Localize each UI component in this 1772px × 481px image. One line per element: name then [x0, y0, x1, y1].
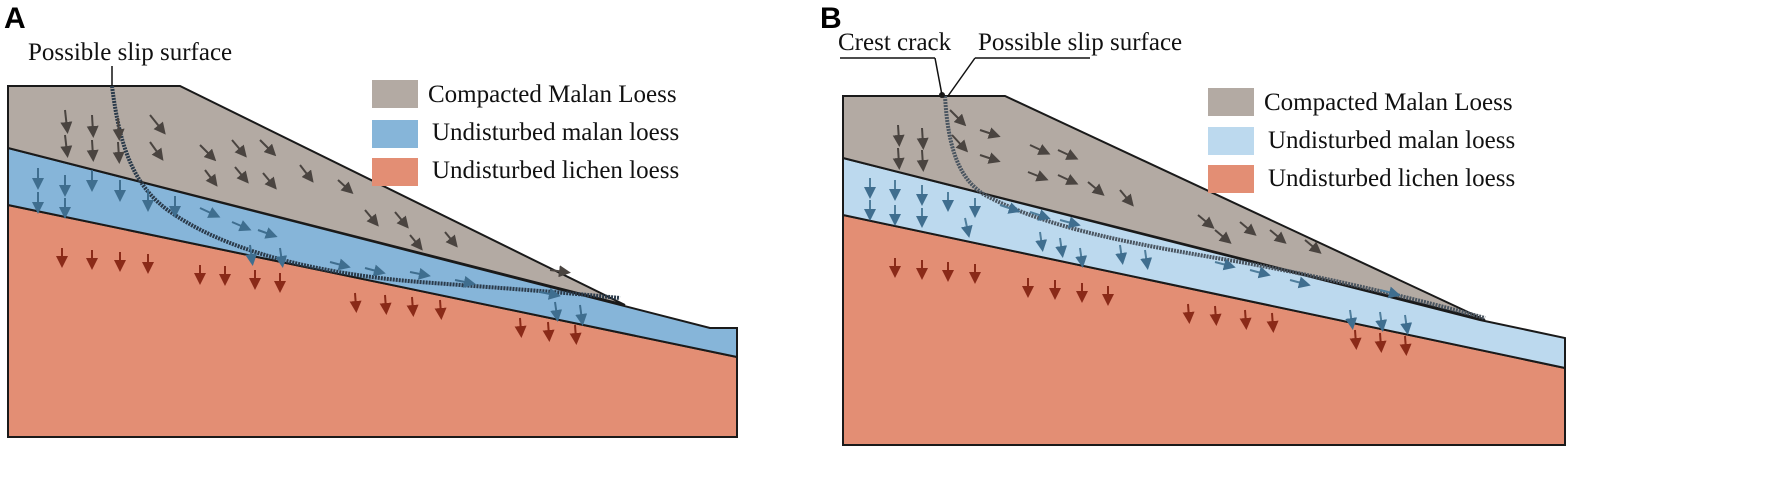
legend-label-compacted: Compacted Malan Loess	[1264, 89, 1513, 116]
panel-b-arrows-compacted	[892, 109, 1322, 254]
legend-label-lichen: Undisturbed lichen loess	[432, 157, 679, 184]
legend-swatch-lichen	[1208, 165, 1254, 193]
legend-swatch-lichen	[372, 158, 418, 186]
panel-b-malan-loess-layer	[842, 156, 1566, 370]
panel-a-slip-label: Possible slip surface	[28, 39, 232, 66]
panel-b-arrows-lichen	[889, 258, 1412, 356]
legend-swatch-malan	[1208, 127, 1254, 155]
panel-b-slip-label: Possible slip surface	[978, 29, 1182, 56]
legend-swatch-compacted	[372, 80, 418, 108]
panel-a: A Possible slip surface	[4, 2, 738, 438]
panel-b-letter: B	[820, 2, 842, 35]
legend-swatch-malan	[372, 120, 418, 148]
panel-b-arrows-malan	[864, 178, 1413, 335]
panel-b: B Crest crack Possible slip surface	[820, 2, 1566, 446]
panel-b-slip-surface	[943, 95, 1486, 320]
legend-swatch-compacted	[1208, 88, 1254, 116]
panel-a-arrows-malan	[32, 168, 588, 326]
panel-b-legend: Compacted Malan Loess Undisturbed malan …	[1208, 88, 1515, 193]
panel-b-compacted-loess-layer	[842, 95, 1486, 321]
panel-a-arrows-compacted	[60, 109, 571, 278]
panel-a-compacted-loess-layer	[7, 85, 626, 306]
legend-label-malan: Undisturbed malan loess	[432, 119, 679, 146]
panel-b-crest-crack-label: Crest crack	[838, 29, 952, 56]
panel-a-letter: A	[4, 2, 26, 35]
legend-label-malan: Undisturbed malan loess	[1268, 127, 1515, 154]
panel-a-slip-surface	[110, 85, 621, 300]
legend-label-compacted: Compacted Malan Loess	[428, 81, 677, 108]
panel-a-arrows-lichen	[56, 248, 582, 345]
legend-label-lichen: Undisturbed lichen loess	[1268, 165, 1515, 192]
panel-a-legend: Compacted Malan Loess Undisturbed malan …	[372, 80, 679, 186]
